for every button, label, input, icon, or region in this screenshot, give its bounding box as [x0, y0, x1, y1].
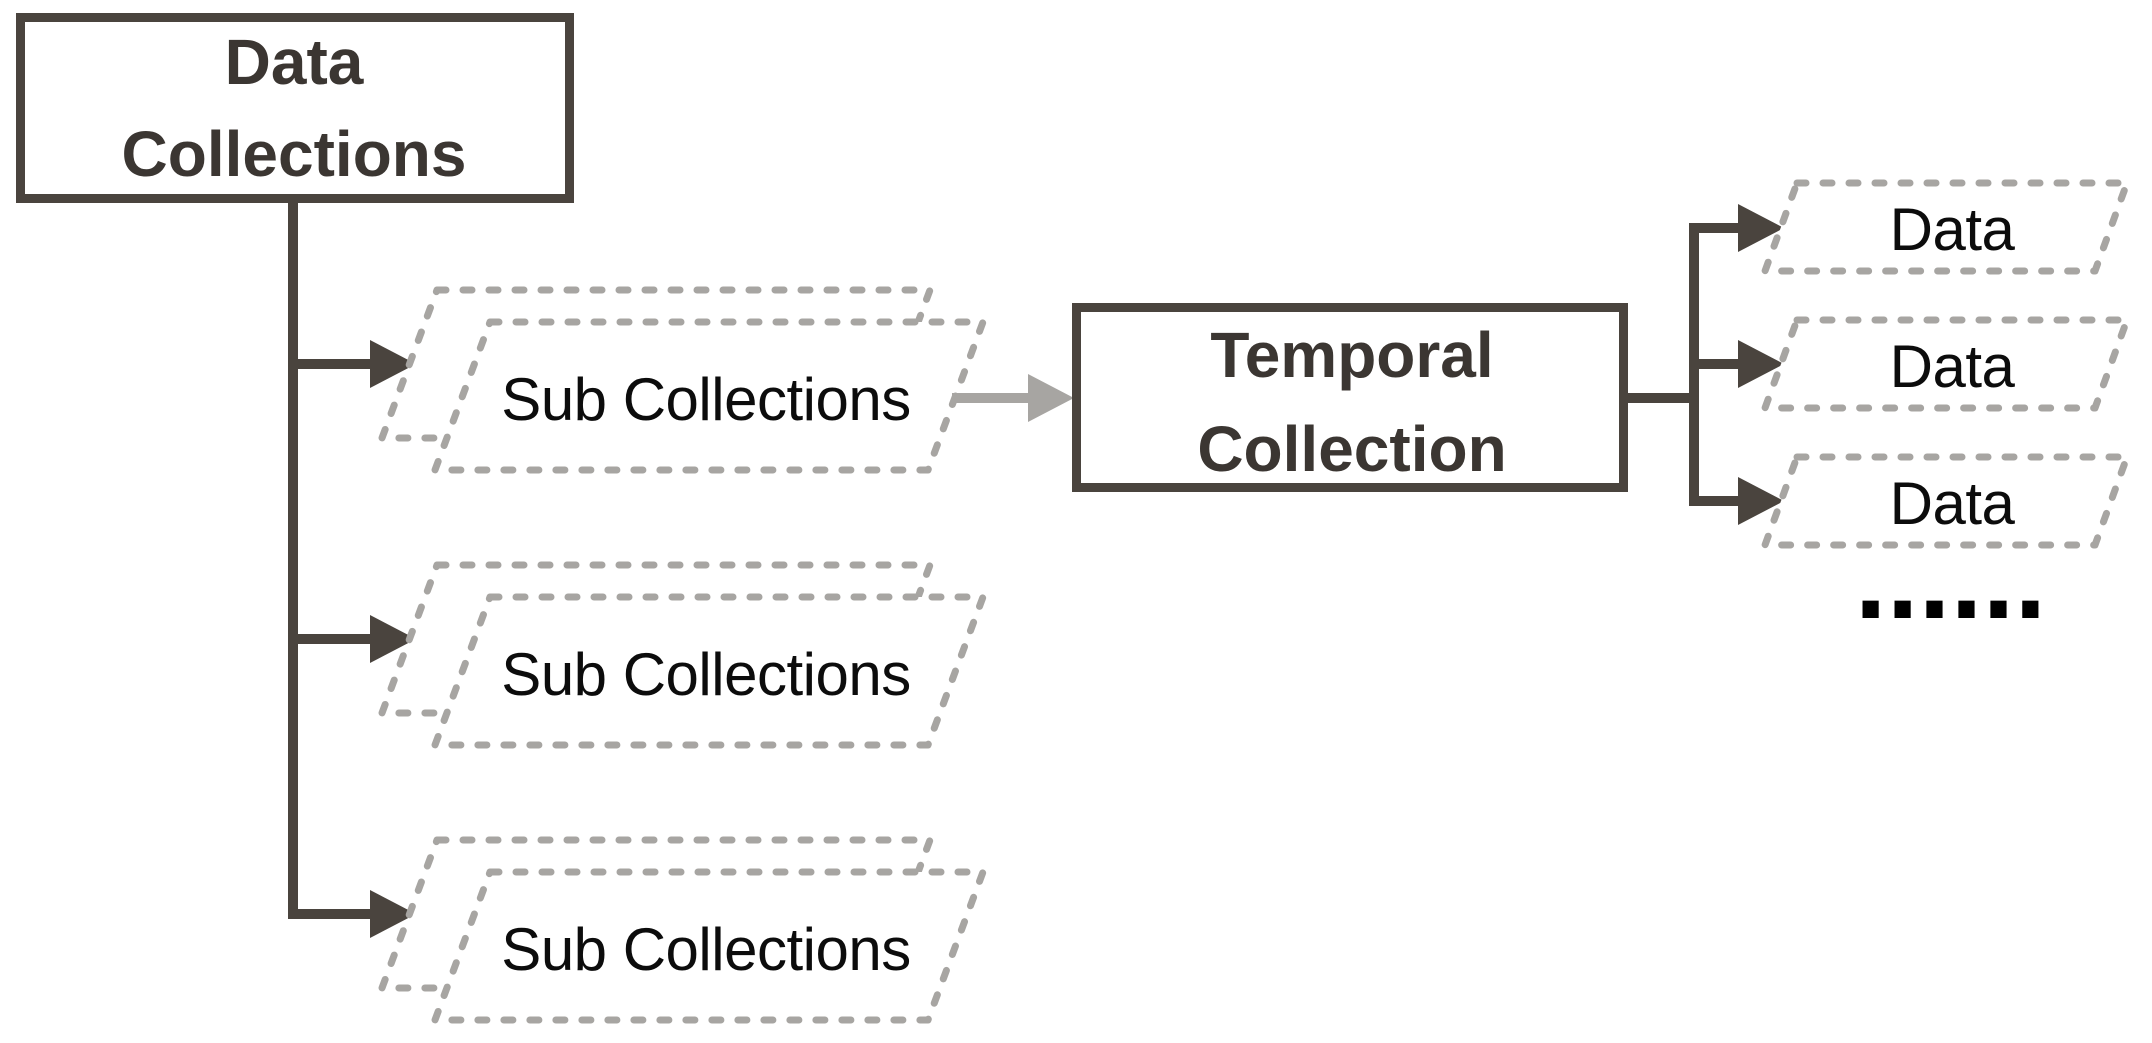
- temporal-collection-label-line1: Temporal: [1210, 319, 1493, 391]
- arrowhead-icon: [1738, 477, 1784, 525]
- data-shape: [1761, 179, 2131, 275]
- data-node-3: Data: [1761, 453, 2131, 549]
- sub-collections-label: Sub Collections: [501, 641, 910, 708]
- sub-collections-node-3: Sub Collections: [378, 836, 987, 1024]
- data-shape: [1761, 316, 2131, 412]
- data-label: Data: [1890, 196, 2016, 263]
- data-branch-2: [1689, 340, 1784, 388]
- temporal-collection-node: Temporal Collection: [1072, 303, 1628, 492]
- data-collections-label-line1: Data: [225, 26, 364, 98]
- data-label: Data: [1890, 333, 2016, 400]
- arrowhead-icon: [370, 340, 416, 388]
- data-branch-1: [1689, 204, 1784, 252]
- data-label: Data: [1890, 470, 2016, 537]
- arrowhead-icon: [370, 890, 416, 938]
- temporal-collection-box: [1072, 303, 1628, 492]
- data-shape: [1761, 453, 2131, 549]
- sub-collections-node-1: Sub Collections: [378, 286, 987, 474]
- arrowhead-icon: [1738, 340, 1784, 388]
- ellipsis-dots: ......: [1853, 533, 2045, 640]
- root-branch-3: [288, 890, 416, 938]
- sub-collections-front-shape: [431, 593, 987, 749]
- root-branch-2: [288, 615, 416, 663]
- data-node-2: Data: [1761, 316, 2131, 412]
- sub-collections-node-2: Sub Collections: [378, 561, 987, 749]
- sub-collections-label: Sub Collections: [501, 916, 910, 983]
- sub-collections-front-shape: [431, 318, 987, 474]
- temporal-collection-label-line2: Collection: [1197, 413, 1506, 485]
- data-branch-3: [1689, 477, 1784, 525]
- arrowhead-icon: [1738, 204, 1784, 252]
- data-collections-node: Data Collections: [16, 13, 574, 203]
- data-collections-box: [16, 13, 574, 203]
- sub-collections-front-shape: [431, 868, 987, 1024]
- gray-arrowhead-icon: [1028, 374, 1074, 422]
- sub-collections-label: Sub Collections: [501, 366, 910, 433]
- data-node-1: Data: [1761, 179, 2131, 275]
- data-collections-label-line2: Collections: [122, 118, 467, 190]
- root-branch-1: [288, 340, 416, 388]
- arrowhead-icon: [370, 615, 416, 663]
- sub-to-temporal-connector: [952, 374, 1074, 422]
